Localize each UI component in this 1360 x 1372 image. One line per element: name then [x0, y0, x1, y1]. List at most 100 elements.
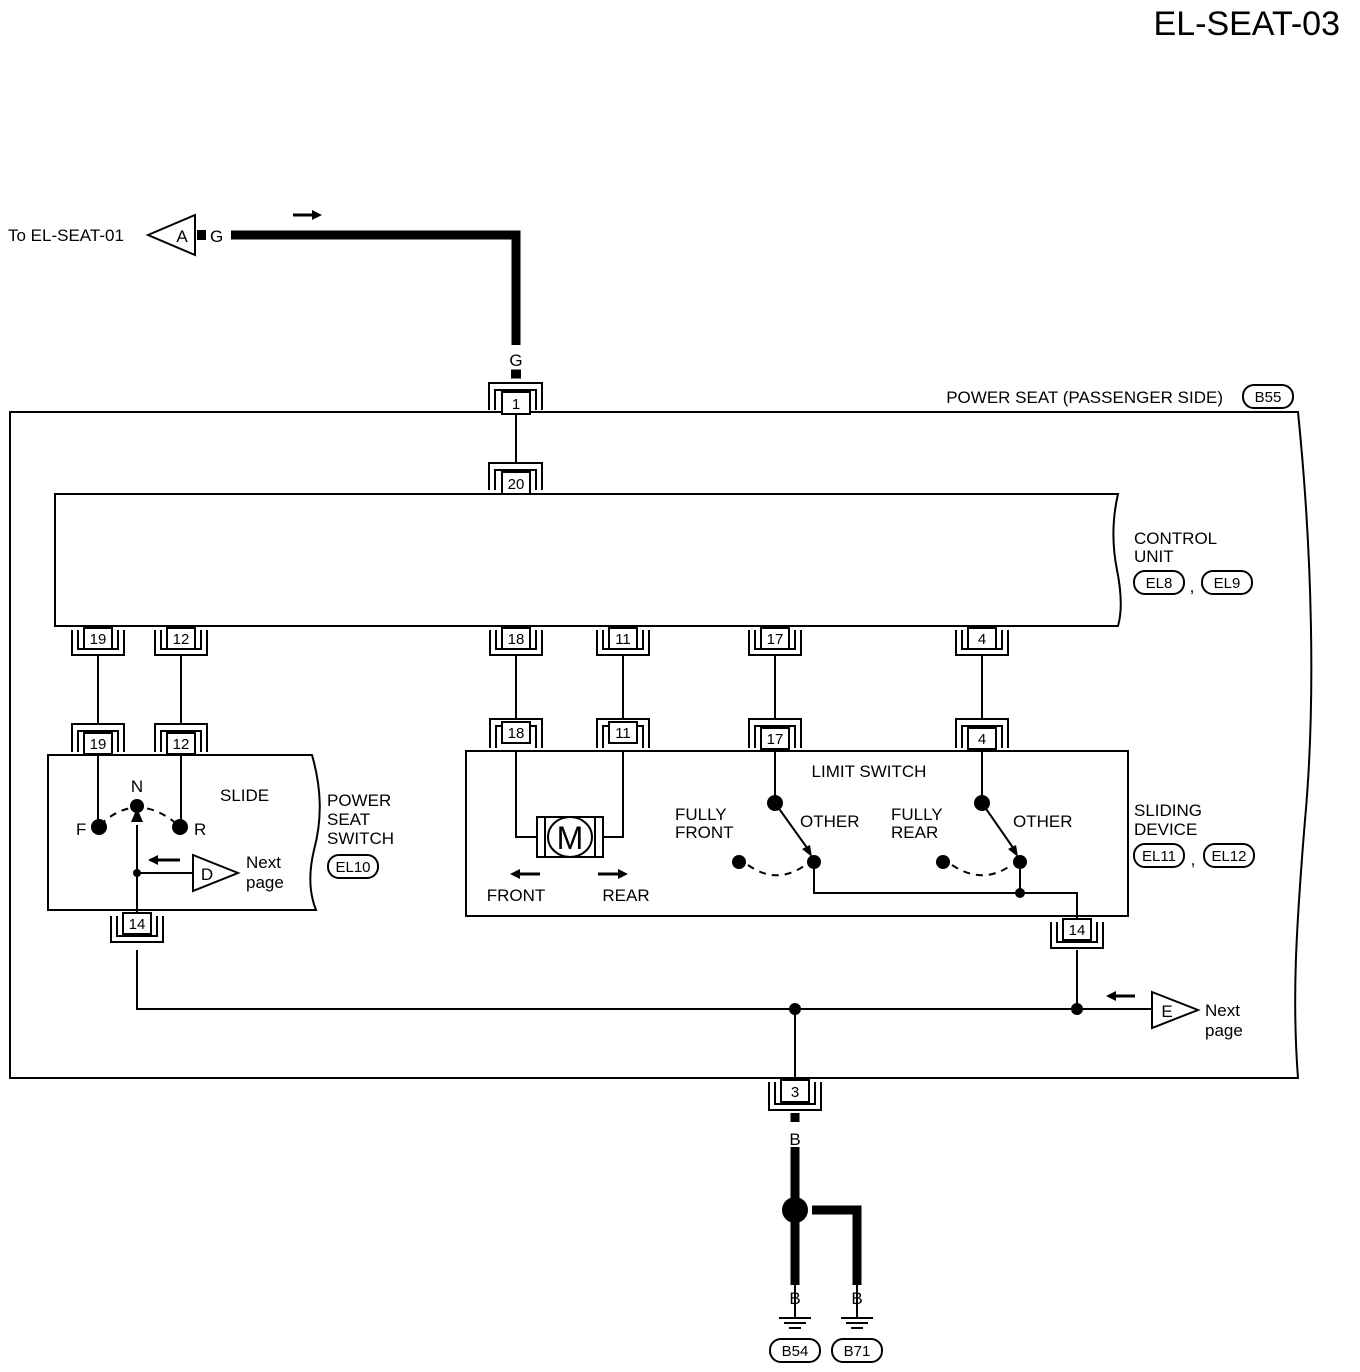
- pin-3: 3: [768, 1079, 822, 1111]
- control-unit-label: CONTROL: [1134, 529, 1217, 548]
- ref-el8: EL8: [1146, 575, 1173, 592]
- svg-text:14: 14: [1069, 922, 1086, 939]
- svg-text:19: 19: [90, 736, 107, 753]
- svg-text:1: 1: [512, 396, 520, 413]
- power-seat-boundary: [9, 411, 1313, 1079]
- connector-a[interactable]: A: [145, 213, 206, 257]
- power-seat-label: POWER SEAT (PASSENGER SIDE): [946, 388, 1223, 407]
- svg-text:18: 18: [508, 631, 525, 648]
- fully-front-label: FRONT: [675, 823, 734, 842]
- slide-label: SLIDE: [220, 786, 269, 805]
- limit-switch-rear: [936, 795, 1027, 877]
- wire-b-branch: [812, 1205, 862, 1285]
- svg-text:11: 11: [615, 725, 631, 742]
- wire-limit-common: [813, 862, 1078, 922]
- svg-text:4: 4: [978, 731, 986, 748]
- svg-text:E: E: [1161, 1002, 1172, 1021]
- control-unit-label: UNIT: [1134, 547, 1174, 566]
- ground-splice: [782, 1197, 808, 1223]
- other-label: OTHER: [800, 812, 860, 831]
- wire-motor: [515, 750, 537, 838]
- arrow-right-icon: [618, 869, 628, 879]
- svg-text:20: 20: [508, 476, 525, 493]
- fully-rear-label: FULLY: [891, 805, 943, 824]
- ref-el10: EL10: [335, 859, 370, 876]
- wire-color-g: G: [509, 351, 522, 370]
- ref-badge-b55[interactable]: [1242, 384, 1294, 409]
- pin-18-cu: 18: [489, 627, 543, 656]
- ground-label-b71: B71: [844, 1343, 871, 1360]
- switch-arrow-icon: [131, 808, 143, 822]
- power-seat-switch-label: SEAT: [327, 810, 370, 829]
- motor-symbol: M: [557, 820, 584, 856]
- limit-switch-front: [732, 795, 821, 877]
- sliding-device-box: [465, 750, 1129, 917]
- svg-text:A: A: [176, 227, 188, 246]
- sliding-device-label: DEVICE: [1134, 820, 1197, 839]
- junction-dot: [1015, 888, 1025, 898]
- svg-text:4: 4: [978, 631, 986, 648]
- other-label: OTHER: [1013, 812, 1073, 831]
- pin-4-sd: 4: [955, 718, 1009, 750]
- arrow-right-icon: [312, 210, 322, 220]
- svg-text:14: 14: [129, 916, 146, 933]
- ref-badge-el11[interactable]: [1133, 843, 1185, 868]
- ground-b71: B71: [831, 1285, 883, 1363]
- ref-el9: EL9: [1214, 575, 1241, 592]
- pin-20: 20: [488, 462, 543, 495]
- pin-18-sd: 18: [489, 718, 543, 748]
- connector-e[interactable]: E: [1151, 990, 1201, 1030]
- pin-14-sd: 14: [1050, 918, 1104, 949]
- switch-pos-r: R: [194, 820, 206, 839]
- to-page-label[interactable]: To EL-SEAT-01: [8, 226, 124, 245]
- arrow-left-icon: [148, 855, 158, 865]
- junction-dot: [789, 1003, 801, 1015]
- wire-color-b: B: [851, 1289, 862, 1308]
- ref-el12: EL12: [1211, 848, 1246, 865]
- svg-text:17: 17: [767, 731, 784, 748]
- svg-text:12: 12: [173, 631, 190, 648]
- power-seat-switch-box: [47, 754, 321, 911]
- svg-text:11: 11: [615, 631, 631, 648]
- fully-front-label: FULLY: [675, 805, 727, 824]
- pin-17-cu: 17: [748, 627, 802, 656]
- limit-switch-label: LIMIT SWITCH: [812, 762, 927, 781]
- connector-d[interactable]: D: [192, 853, 241, 893]
- wire-color-b: B: [789, 1130, 800, 1149]
- pin-19-sw: 19: [71, 723, 125, 755]
- motor-rear-label: REAR: [602, 886, 649, 905]
- ground-label-b54: B54: [782, 1343, 809, 1360]
- next-page-label[interactable]: Next: [246, 853, 281, 872]
- wire-motor-right: [603, 750, 624, 838]
- wire-ground-bus: [136, 950, 1152, 1010]
- slide-switch: [91, 799, 188, 877]
- pin-12-cu: 12: [154, 627, 208, 656]
- svg-text:19: 19: [90, 631, 107, 648]
- next-page-label[interactable]: Next: [1205, 1001, 1240, 1020]
- ref-badge-el9[interactable]: [1201, 570, 1253, 595]
- pin-11-sd: 11: [596, 718, 650, 748]
- pin-14-sw: 14: [110, 912, 164, 943]
- ref-badge-el8[interactable]: [1133, 570, 1185, 595]
- next-page-label[interactable]: page: [246, 873, 284, 892]
- wire-color-b: B: [789, 1289, 800, 1308]
- switch-pos-n: N: [131, 777, 143, 796]
- pin-1: 1: [488, 382, 543, 415]
- power-seat-switch-label: SWITCH: [327, 829, 394, 848]
- ref-badge-el10[interactable]: [327, 854, 379, 879]
- ref-separator: ,: [1190, 577, 1195, 596]
- svg-text:D: D: [201, 865, 213, 884]
- arrow-left-icon: [1106, 991, 1116, 1001]
- control-unit-box: [54, 493, 1122, 627]
- pin-19-cu: 19: [71, 627, 125, 656]
- ref-separator: ,: [1191, 850, 1196, 869]
- next-page-label[interactable]: page: [1205, 1021, 1243, 1040]
- ref-b55: B55: [1255, 389, 1282, 406]
- sliding-device-label: SLIDING: [1134, 801, 1202, 820]
- fully-rear-label: REAR: [891, 823, 938, 842]
- wire-g-thick: [231, 230, 521, 345]
- ref-badge-el12[interactable]: [1203, 843, 1255, 868]
- arrow-left-icon: [510, 869, 520, 879]
- motor: M: [510, 816, 628, 879]
